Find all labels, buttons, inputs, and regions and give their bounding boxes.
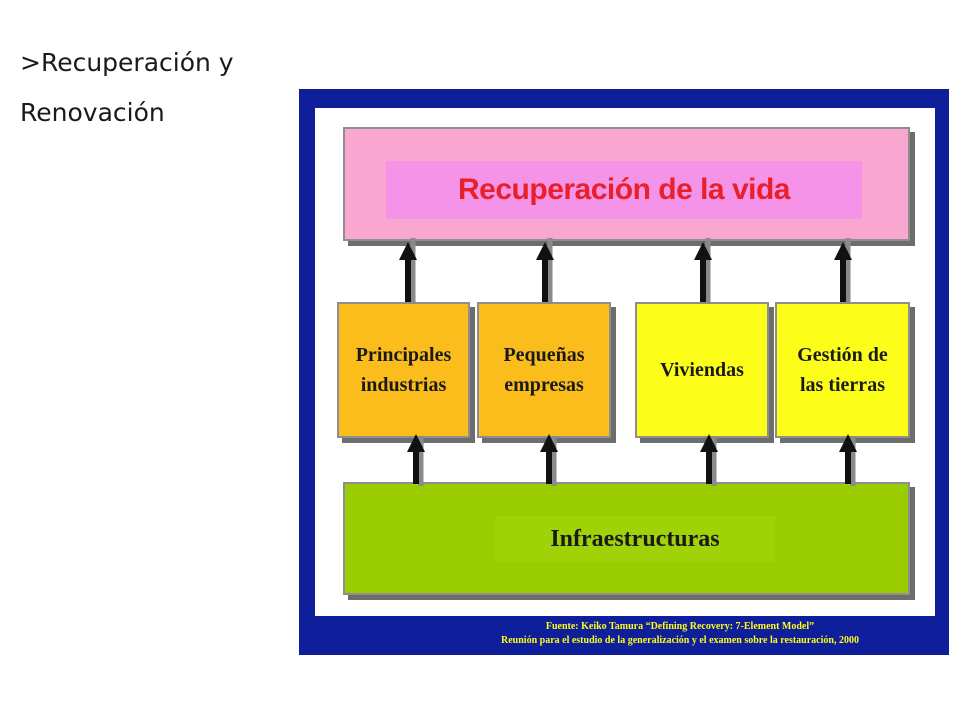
box-gestion-de-las-tierras: Gestión de las tierras [775,302,910,438]
box-principales-industrias: Principales industrias [337,302,470,438]
box-label: Viviendas [660,355,744,385]
box-infraestructuras: Infraestructuras [343,482,910,595]
source-citation: Fuente: Keiko Tamura “Defining Recovery:… [420,620,940,648]
box-label: Pequeñas empresas [503,340,584,400]
box-label-line-1: Viviendas [660,359,744,381]
box-bottom-label: Infraestructuras [495,516,775,562]
slide-title-line-1: >Recuperación y [20,48,234,77]
box-pequenas-empresas: Pequeñas empresas [477,302,611,438]
slide-title: >Recuperación y Renovación [20,38,300,138]
box-label: Principales industrias [356,340,452,400]
box-label-line-1: Gestión de [797,344,888,366]
box-label-line-1: Principales [355,344,452,366]
box-label: Gestión de las tierras [797,340,888,400]
box-viviendas: Viviendas [635,302,769,438]
box-label-line-2: industrias [360,374,447,396]
box-top-label: Recuperación de la vida [386,161,862,219]
slide-title-line-2: Renovación [20,98,165,127]
box-label-line-2: empresas [504,374,584,396]
box-recuperacion-de-la-vida: Recuperación de la vida [343,127,910,241]
source-line-2: Reunión para el estudio de la generaliza… [501,635,859,646]
box-label-line-2: las tierras [800,374,885,396]
box-label-line-1: Pequeñas [503,344,585,366]
source-line-1: Fuente: Keiko Tamura “Defining Recovery:… [545,621,815,632]
